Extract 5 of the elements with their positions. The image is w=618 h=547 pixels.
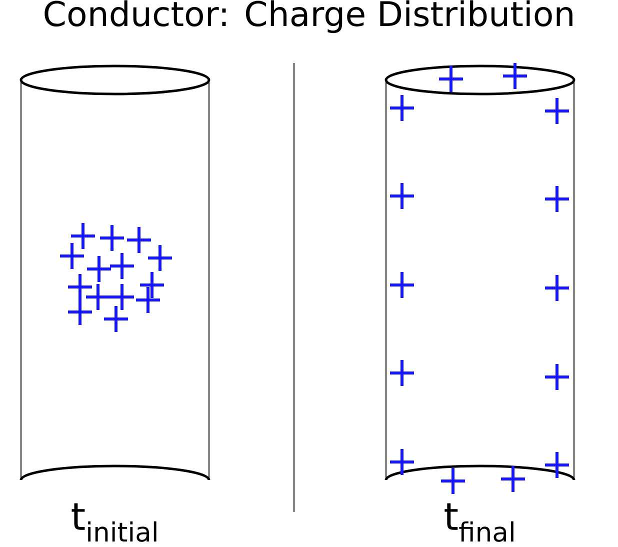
time-label: t$_{initial}$ (72, 503, 156, 542)
title: Conductor: Charge Distribution (44, 0, 572, 34)
cylinder (384, 64, 576, 481)
time-label: t$_{final}$ (444, 503, 514, 542)
cylinder (20, 64, 210, 481)
